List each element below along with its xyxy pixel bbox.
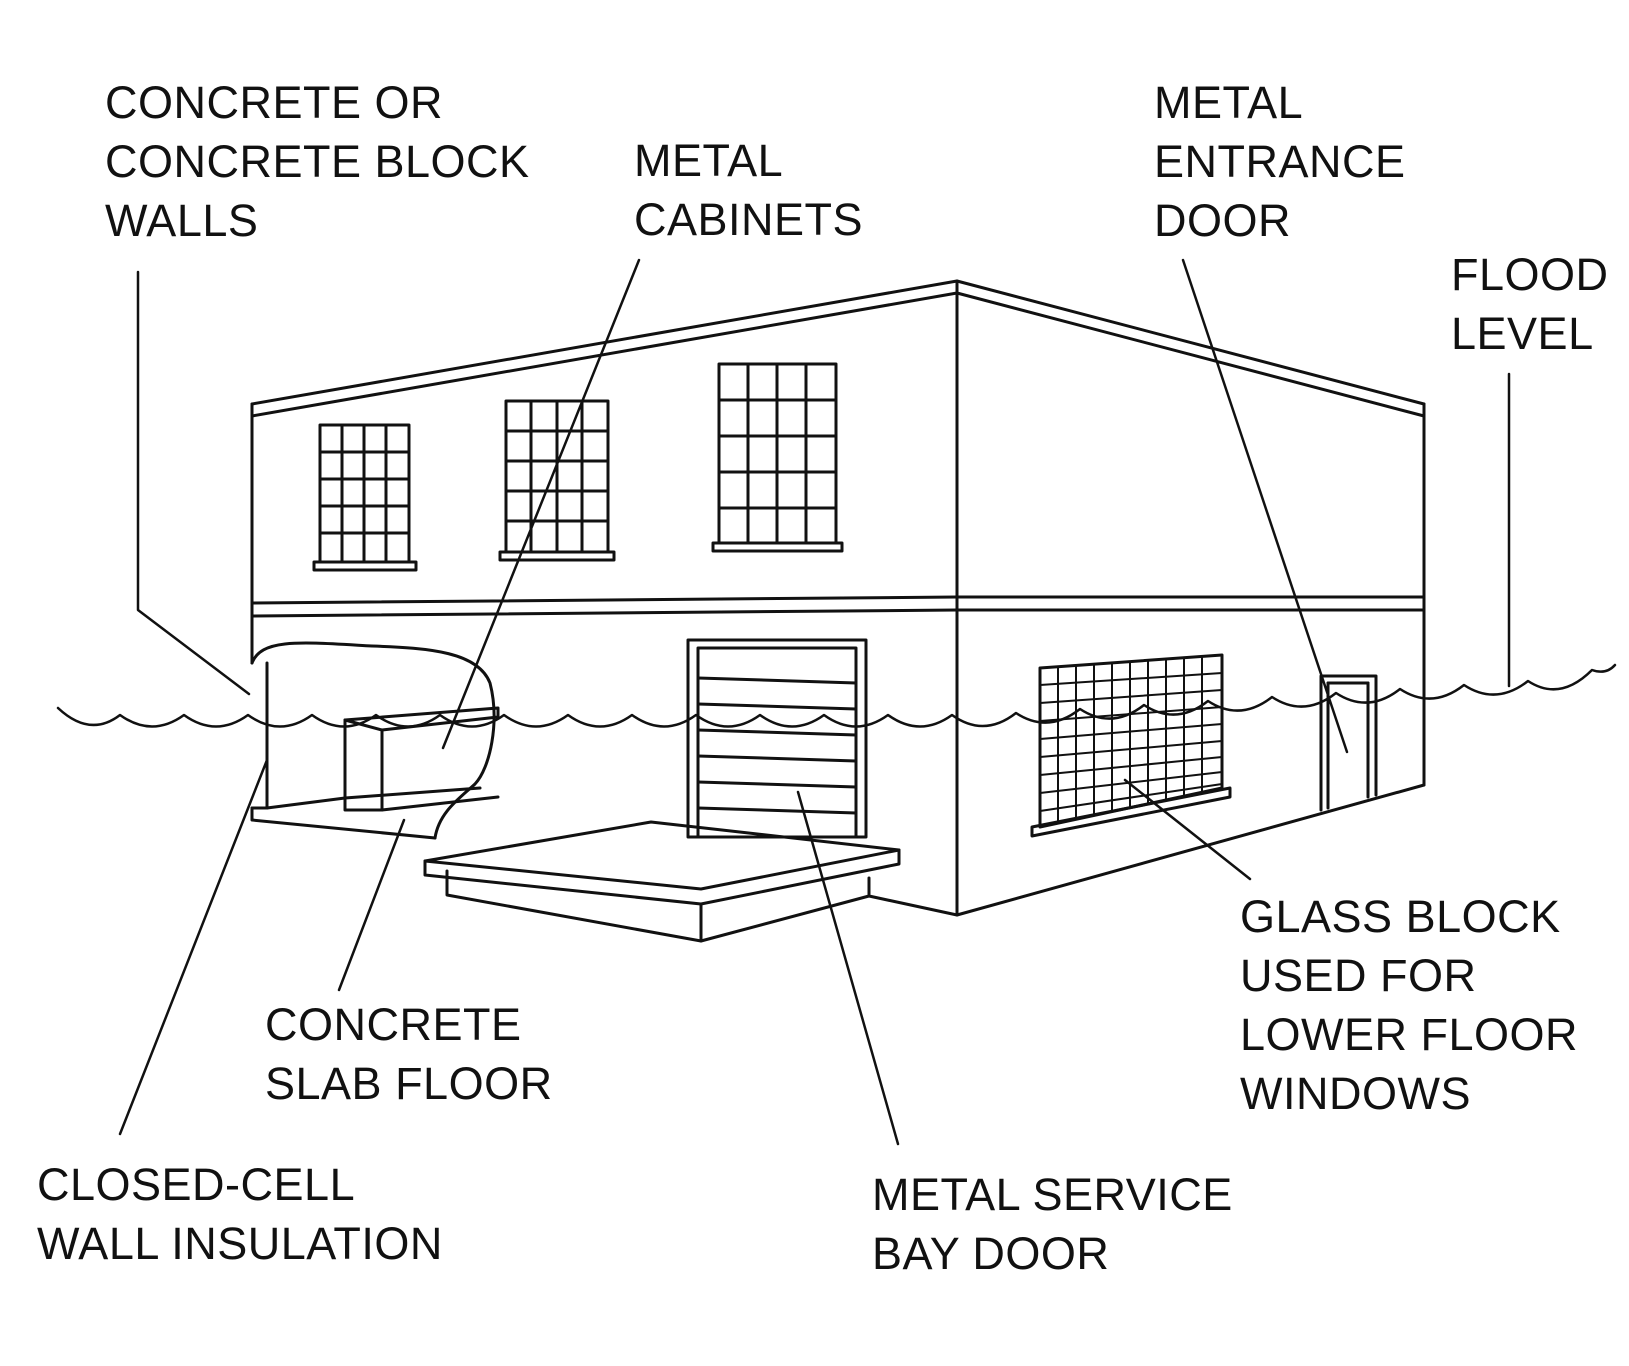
upper-window-1 xyxy=(312,423,418,572)
floor-band-top-left xyxy=(250,595,959,605)
glass-block-label-line-3: LOWER FLOOR xyxy=(1240,1009,1579,1060)
entrance-door-leader xyxy=(1181,258,1349,754)
entrance-door-label-line-3: DOOR xyxy=(1154,195,1291,246)
bay-door xyxy=(686,638,868,839)
cabinets-leader xyxy=(441,258,641,750)
slab-floor xyxy=(265,786,482,810)
base-right xyxy=(955,783,1426,917)
walls-leader xyxy=(136,270,251,696)
bay-door-label-line-2: BAY DOOR xyxy=(872,1228,1110,1279)
loading-platform xyxy=(423,820,901,943)
slab-floor-label-line-2: SLAB FLOOR xyxy=(265,1058,553,1109)
walls-label-line-1: CONCRETE OR xyxy=(105,77,444,128)
leader-lines xyxy=(118,258,1511,1146)
glass-block-label: GLASS BLOCK USED FOR LOWER FLOOR WINDOWS xyxy=(1240,887,1578,1123)
insulation-label-line-1: CLOSED-CELL xyxy=(37,1159,356,1210)
floor-band-bottom-left xyxy=(250,608,959,618)
walls-label: CONCRETE OR CONCRETE BLOCK WALLS xyxy=(105,73,530,250)
bay-door-leader xyxy=(796,790,900,1146)
flood-level-label-line-1: FLOOD xyxy=(1451,249,1609,300)
cabinets-label-line-2: CABINETS xyxy=(634,194,864,245)
insulation-leader xyxy=(118,758,269,1136)
cabinets-label: METAL CABINETS xyxy=(634,131,863,249)
flood-water-line xyxy=(56,663,1617,728)
glass-block-label-line-1: GLASS BLOCK xyxy=(1240,891,1561,942)
glass-block-label-line-2: USED FOR xyxy=(1240,950,1477,1001)
building-body xyxy=(250,279,1426,917)
cutaway-base xyxy=(250,806,437,840)
bay-door-label: METAL SERVICE BAY DOOR xyxy=(872,1165,1233,1283)
base-left xyxy=(867,876,959,917)
entrance-door-label-line-2: ENTRANCE xyxy=(1154,136,1406,187)
cabinets-label-line-1: METAL xyxy=(634,135,784,186)
glass-block-leader xyxy=(1123,778,1252,881)
slab-floor-leader xyxy=(337,818,406,992)
roof-line-left xyxy=(250,291,1426,418)
insulation-label-line-2: WALL INSULATION xyxy=(37,1218,443,1269)
metal-cabinet xyxy=(343,706,500,812)
glass-block-label-line-4: WINDOWS xyxy=(1240,1068,1471,1119)
cutaway-interior xyxy=(250,641,500,840)
upper-window-3 xyxy=(711,362,844,553)
walls-label-line-3: WALLS xyxy=(105,195,259,246)
entrance-door-label: METAL ENTRANCE DOOR xyxy=(1154,73,1406,250)
insulation-label: CLOSED-CELL WALL INSULATION xyxy=(37,1155,443,1273)
glass-block-window xyxy=(1030,653,1232,838)
slab-floor-label: CONCRETE SLAB FLOOR xyxy=(265,995,553,1113)
flood-level-label-line-2: LEVEL xyxy=(1451,308,1594,359)
bay-door-label-line-1: METAL SERVICE xyxy=(872,1169,1233,1220)
flood-level-label: FLOOD LEVEL xyxy=(1451,245,1609,363)
walls-label-line-2: CONCRETE BLOCK xyxy=(105,136,530,187)
upper-window-2 xyxy=(498,399,616,562)
slab-floor-label-line-1: CONCRETE xyxy=(265,999,522,1050)
entrance-door-label-line-1: METAL xyxy=(1154,77,1304,128)
